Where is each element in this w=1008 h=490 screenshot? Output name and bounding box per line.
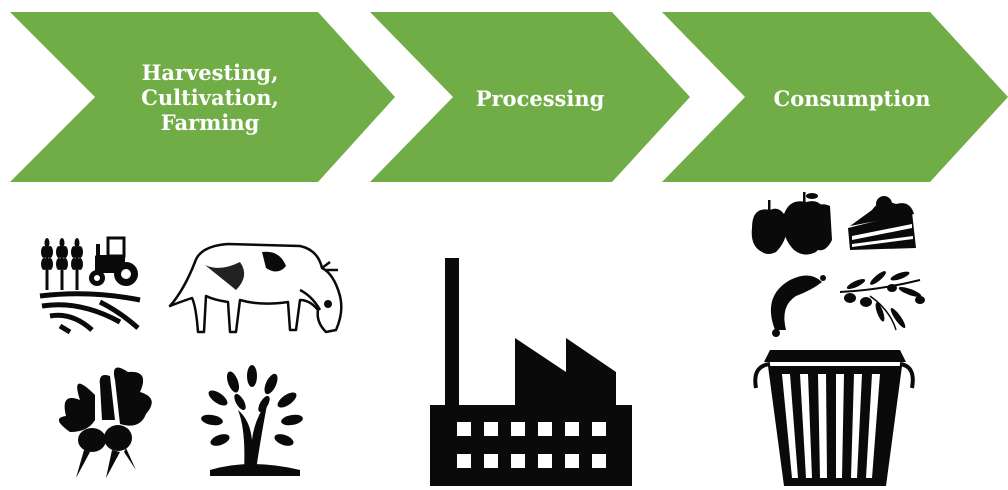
apples-icon [751,192,832,255]
stage-label-consumption: Consumption [773,86,931,111]
stage-label-processing: Processing [475,86,605,111]
factory-icon [430,258,632,486]
beet-icon [58,367,152,478]
olive-branch-icon [839,271,925,331]
cow-icon [168,242,343,334]
stage-arrow-harvesting [10,12,395,182]
cake-slice-icon [848,196,916,250]
tree-icon [201,365,303,476]
stage-arrow-consumption [662,12,1008,182]
stage-label-harvesting: Harvesting, Cultivation, Farming [141,60,279,135]
wheat-tractor-field-icon [39,236,141,335]
stage-arrow-processing [370,12,690,182]
sausage-icon [770,275,826,337]
trash-bin-icon [753,350,915,486]
